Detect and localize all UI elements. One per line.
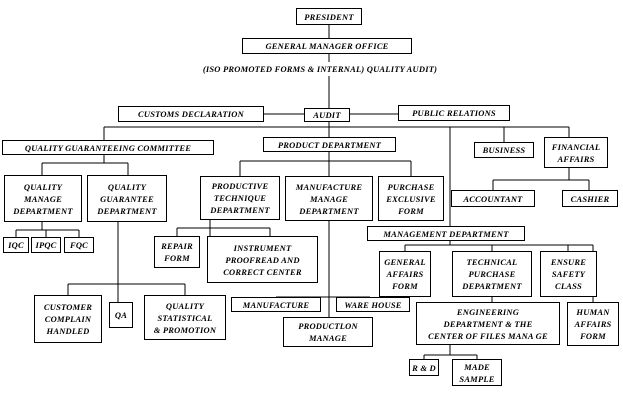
node-ipqc: IPQC (31, 237, 61, 253)
node-general-affairs-form: GENERAL AFFAIRS FORM (379, 251, 431, 297)
node-management-department: MANAGEMENT DEPARTMENT (367, 226, 525, 241)
node-engineering-department: ENGINEERING DEPARTMENT & THE CENTER OF F… (416, 302, 560, 345)
node-quality-statistical-promotion: QUALITY STATISTICAL & PROMOTION (144, 295, 226, 340)
node-audit: AUDIT (304, 108, 350, 122)
node-quality-manage-department: QUALITY MANAGE DEPARTMENT (4, 175, 82, 222)
node-repair-form: REPAIR FORM (154, 236, 200, 268)
node-cashier: CASHIER (562, 190, 618, 207)
node-general-manager-office: GENERAL MANAGER OFFICE (242, 38, 412, 54)
node-ware-house: WARE HOUSE (336, 297, 410, 312)
label-iso-quality-audit: (ISO PROMOTED FORMS & INTERNAL) QUALITY … (202, 64, 438, 74)
node-human-affairs-form: HUMAN AFFAIRS FORM (567, 302, 619, 346)
node-manufacture-manage-department: MANUFACTURE MANAGE DEPARTMENT (285, 176, 373, 221)
node-accountant: ACCOUNTANT (451, 190, 535, 207)
node-instrument-proofread: INSTRUMENT PROOFREAD AND CORRECT CENTER (207, 236, 318, 283)
node-product-department: PRODUCT DEPARTMENT (263, 137, 396, 152)
node-productive-technique-department: PRODUCTIVE TECHNIQUE DEPARTMENT (200, 176, 280, 220)
node-customs-declaration: CUSTOMS DECLARATION (118, 106, 264, 122)
node-quality-guarantee-department: QUALITY GUARANTEE DEPARTMENT (87, 175, 167, 222)
node-public-relations: PUBLIC RELATIONS (398, 105, 510, 121)
node-purchase-exclusive-form: PURCHASE EXCLUSIVE FORM (378, 176, 444, 221)
node-financial-affairs: FINANCIAL AFFAIRS (544, 137, 608, 168)
node-qa: QA (109, 302, 133, 328)
node-fqc: FQC (64, 237, 94, 253)
node-business: BUSINESS (474, 142, 534, 158)
node-ensure-safety-class: ENSURE SAFETY CLASS (540, 251, 597, 297)
node-made-sample: MADE SAMPLE (452, 359, 502, 386)
node-quality-guaranteeing-committee: QUALITY GUARANTEEING COMMITTEE (2, 140, 214, 155)
node-iqc: IQC (3, 237, 29, 253)
node-technical-purchase-department: TECHNICAL PURCHASE DEPARTMENT (452, 251, 532, 297)
node-manufacture: MANUFACTURE (231, 297, 321, 312)
node-customer-complain-handled: CUSTOMER COMPLAIN HANDLED (34, 295, 102, 343)
node-production-manage: PRODUCTLON MANAGE (283, 317, 373, 347)
node-president: PRESIDENT (296, 8, 362, 25)
node-r-and-d: R & D (409, 359, 439, 376)
